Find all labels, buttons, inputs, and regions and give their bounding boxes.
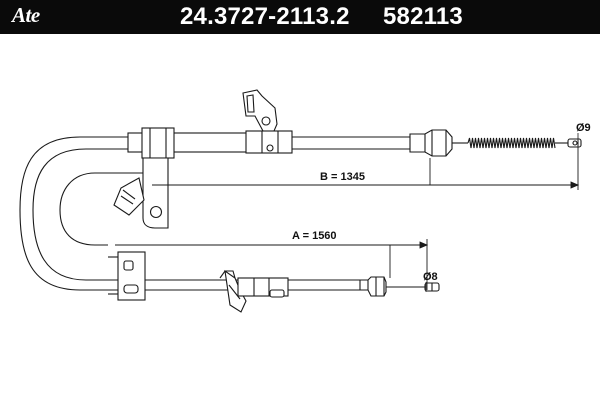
return-spring — [467, 137, 556, 149]
lower-mounting-bracket — [108, 251, 146, 301]
diameter-label-lower: Ø8 — [423, 271, 438, 283]
lower-grommet-holder — [219, 269, 289, 313]
dimension-b-label: B = 1345 — [320, 171, 365, 183]
dimension-b-line — [152, 140, 580, 190]
lower-inner-wire — [386, 282, 440, 292]
dimension-a-label: A = 1560 — [292, 230, 337, 242]
spring-coil — [467, 137, 556, 149]
reference-number: 582113 — [383, 3, 463, 30]
brand-logo: Ate — [12, 3, 40, 27]
diameter-label-upper: Ø9 — [576, 122, 591, 134]
part-number: 24.3727-2113.2 — [180, 3, 350, 30]
lower-end-fitting — [359, 276, 387, 297]
title-bar: Ate 24.3727-2113.2 582113 — [0, 0, 600, 34]
upper-clip-bracket — [242, 89, 293, 154]
outer-cable-sheath — [19, 136, 412, 291]
cable-diagram: B = 1345 A = 1560 Ø9 Ø8 — [19, 89, 591, 313]
upper-end-fitting — [409, 129, 453, 157]
dimension-a-line — [115, 239, 429, 290]
upper-mounting-bracket — [113, 127, 249, 229]
